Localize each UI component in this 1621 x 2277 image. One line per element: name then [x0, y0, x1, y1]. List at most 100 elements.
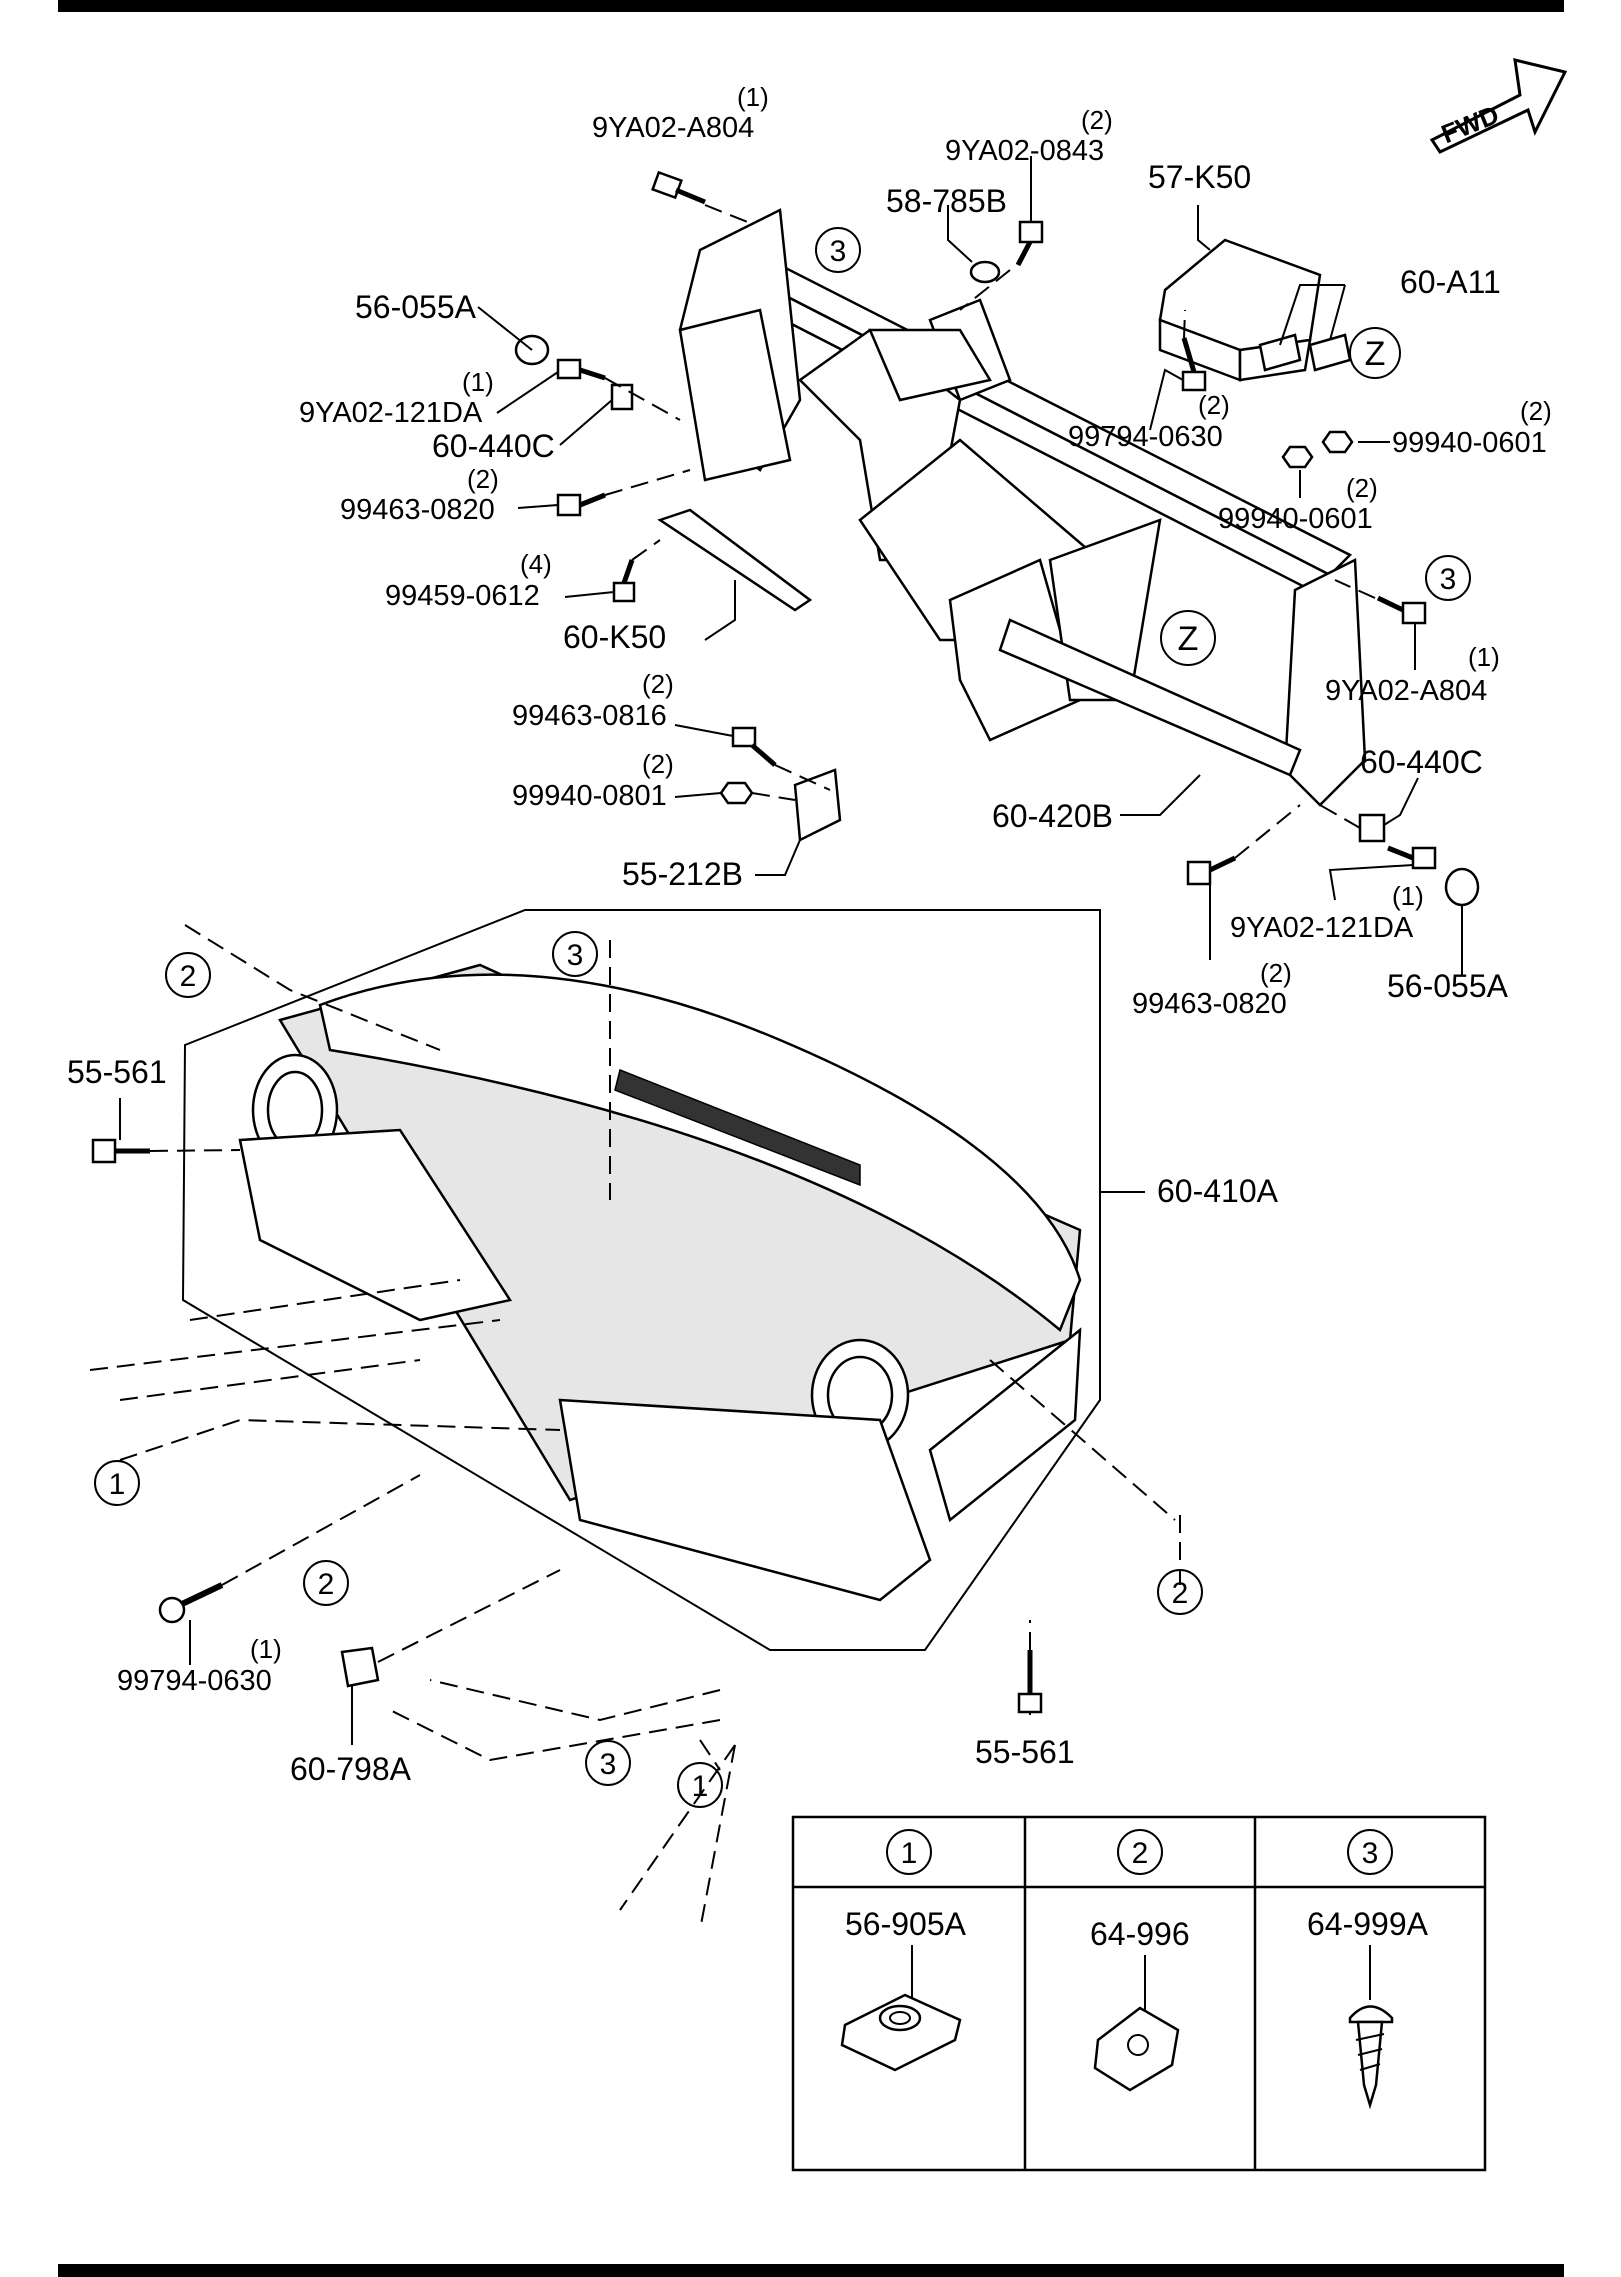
- label-60-k50: 60-K50: [563, 619, 666, 655]
- qty-9ya02-121da-left: (1): [462, 367, 494, 397]
- label-57-k50: 57-K50: [1148, 159, 1251, 195]
- qty-99463-0816: (2): [642, 669, 674, 699]
- label-60-410a: 60-410A: [1157, 1173, 1279, 1209]
- label-55-561-left: 55-561: [67, 1054, 167, 1090]
- bottom-border-bar: [58, 2264, 1564, 2277]
- svg-text:2: 2: [1172, 1577, 1189, 1610]
- svg-text:3: 3: [830, 235, 847, 268]
- label-56-055a-right: 56-055A: [1387, 968, 1509, 1004]
- label-99794-0630-bottom: 99794-0630: [117, 1665, 272, 1697]
- z-marker-right: Z: [1349, 327, 1401, 379]
- callout-1-bottom: 1: [677, 1762, 723, 1808]
- qty-9ya02-a804-top: (1): [737, 82, 769, 112]
- qty-99794-0630-bottom: (1): [250, 1634, 282, 1664]
- cross-member-illustration: [657, 208, 1367, 807]
- bolt-icon: [1017, 1692, 1043, 1714]
- callout-1-left: 1: [94, 1460, 140, 1506]
- svg-text:1: 1: [901, 1837, 918, 1870]
- bolt-icon: [651, 170, 706, 205]
- bracket-icon: [1308, 333, 1352, 372]
- label-9ya02-a804-top: 9YA02-A804: [592, 112, 754, 144]
- bolt-icon: [612, 581, 636, 603]
- svg-text:3: 3: [600, 1748, 617, 1781]
- fwd-arrow-icon: FWD: [1429, 58, 1568, 154]
- qty-99463-0820-right: (2): [1260, 958, 1292, 988]
- qty-99940-0601-a: (2): [1520, 396, 1552, 426]
- svg-text:Z: Z: [1365, 335, 1386, 373]
- dashed-reference-lines: [89, 204, 1376, 1931]
- svg-text:2: 2: [1132, 1837, 1149, 1870]
- top-border-bar: [58, 0, 1564, 12]
- legend-part-1: 56-905A: [845, 1906, 967, 1942]
- svg-text:Z: Z: [1178, 620, 1199, 658]
- label-60-798a: 60-798A: [290, 1751, 412, 1787]
- collar-icon: [610, 383, 634, 411]
- svg-text:3: 3: [567, 939, 584, 972]
- label-58-785b: 58-785B: [886, 183, 1007, 219]
- callout-3-top-left: 3: [815, 227, 861, 273]
- bolt-icon: [1411, 846, 1437, 870]
- label-60-a11: 60-A11: [1400, 264, 1501, 300]
- qty-99459-0612: (4): [520, 549, 552, 579]
- clip-icon: [969, 260, 1001, 284]
- label-99940-0601-a: 99940-0601: [1392, 427, 1547, 459]
- bolt-icon: [1015, 220, 1044, 267]
- legend-header-1: 1: [886, 1829, 932, 1875]
- legend-table: 1 2 3 56-905A 64-996 64-999A: [791, 1815, 1487, 2172]
- svg-text:1: 1: [692, 1770, 709, 1803]
- nut-icon: [1321, 430, 1354, 454]
- label-99463-0820-right: 99463-0820: [1132, 988, 1287, 1020]
- label-9ya02-a804-right: 9YA02-A804: [1325, 675, 1487, 707]
- svg-text:2: 2: [318, 1568, 335, 1601]
- leader-lines: [119, 156, 1463, 1745]
- bolt-icon: [556, 493, 582, 517]
- label-99463-0816: 99463-0816: [512, 700, 667, 732]
- bolt-icon: [731, 726, 757, 748]
- label-99463-0820-left: 99463-0820: [340, 494, 495, 526]
- bolt-icon: [556, 358, 582, 380]
- callout-2-upper-left: 2: [165, 952, 211, 998]
- label-56-055a-left: 56-055A: [355, 289, 477, 325]
- label-60-440c-right: 60-440C: [1360, 744, 1483, 780]
- qty-9ya02-0843: (2): [1081, 105, 1113, 135]
- qty-99940-0601-b: (2): [1346, 473, 1378, 503]
- label-99794-0630-top: 99794-0630: [1068, 421, 1223, 453]
- legend-part-2: 64-996: [1090, 1916, 1190, 1952]
- bracket-icon: [793, 768, 842, 842]
- nut-icon: [1281, 445, 1314, 469]
- qty-9ya02-121da-right: (1): [1392, 881, 1424, 911]
- qty-99940-0801: (2): [642, 749, 674, 779]
- instrument-panel-illustration: [181, 909, 1101, 1651]
- callout-3-top-right: 3: [1425, 555, 1471, 601]
- bolt-icon: [1186, 860, 1212, 886]
- bolt-icon: [1401, 601, 1427, 625]
- label-9ya02-121da-right: 9YA02-121DA: [1230, 912, 1414, 944]
- label-99459-0612: 99459-0612: [385, 580, 540, 612]
- callout-2-right: 2: [1157, 1569, 1203, 1615]
- bracket-icon: [1258, 333, 1302, 372]
- svg-text:3: 3: [1362, 1837, 1379, 1870]
- callout-3-bottom: 3: [585, 1740, 631, 1786]
- bolt-icon: [1181, 370, 1207, 392]
- callout-3-mid: 3: [552, 931, 598, 977]
- legend-header-2: 2: [1117, 1829, 1163, 1875]
- label-99940-0801: 99940-0801: [512, 780, 667, 812]
- clip-icon: [340, 1646, 380, 1688]
- washer-icon: [1444, 867, 1480, 907]
- u-nut-icon: [840, 1993, 962, 2072]
- svg-text:1: 1: [109, 1468, 126, 1501]
- collar-icon: [1358, 813, 1386, 843]
- screw-icon: [1348, 2005, 1394, 2110]
- qty-99794-0630-top: (2): [1198, 390, 1230, 420]
- screw-icon: [158, 1596, 186, 1624]
- label-9ya02-121da-left: 9YA02-121DA: [299, 397, 483, 429]
- legend-header-3: 3: [1347, 1829, 1393, 1875]
- svg-text:3: 3: [1440, 563, 1457, 596]
- label-99940-0601-b: 99940-0601: [1218, 503, 1373, 535]
- label-55-561-bottom: 55-561: [975, 1734, 1075, 1770]
- fwd-label: FWD: [1437, 99, 1503, 149]
- z-marker-center: Z: [1160, 610, 1216, 666]
- nut-icon: [719, 781, 754, 805]
- label-9ya02-0843: 9YA02-0843: [945, 135, 1104, 167]
